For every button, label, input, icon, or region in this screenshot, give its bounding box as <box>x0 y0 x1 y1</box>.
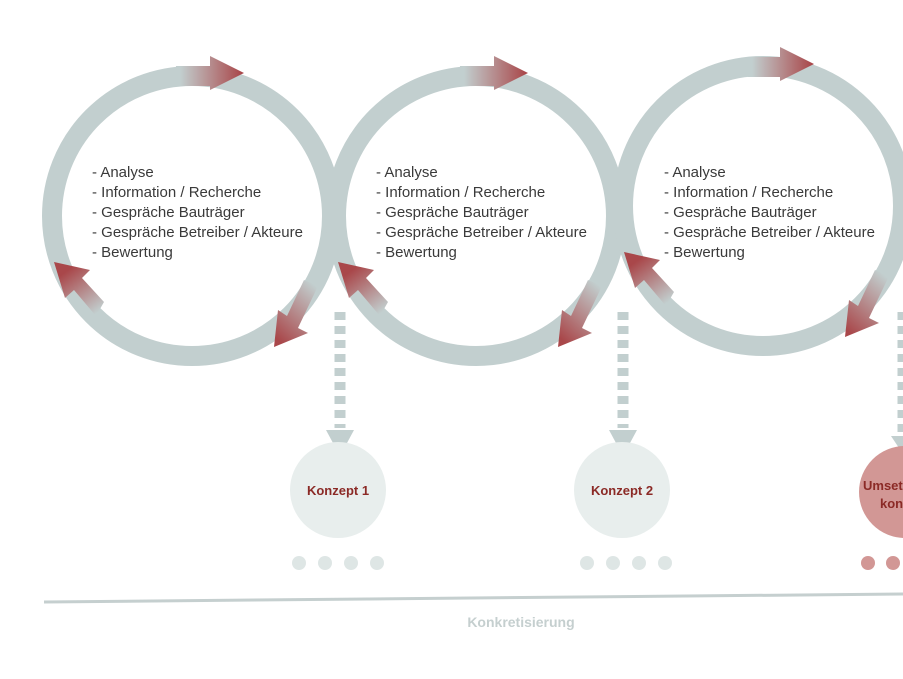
dashed-arrow-3 <box>891 312 903 454</box>
dashed-arrow-2 <box>609 312 637 456</box>
progress-dot <box>370 556 384 570</box>
progress-dot <box>632 556 646 570</box>
cycle-arrow-bottom-right <box>558 280 602 347</box>
concept-label: kon <box>880 496 903 511</box>
cycle-arrow-bottom-right <box>274 280 318 347</box>
cycle-item: - Gespräche Betreiber / Akteure <box>664 224 875 241</box>
concept-circle <box>290 442 386 538</box>
cycle-item: - Analyse <box>664 164 726 181</box>
concept-1: Konzept 1 <box>290 442 386 538</box>
concept-circle <box>574 442 670 538</box>
cycle-2: - Analyse - Information / Recherche - Ge… <box>326 56 626 366</box>
cycle-item: - Bewertung <box>92 244 173 261</box>
dot-row-1 <box>292 556 384 570</box>
cycle-3: - Analyse - Information / Recherche - Ge… <box>613 47 903 356</box>
cycle-item: - Information / Recherche <box>92 184 261 201</box>
cycle-item: - Analyse <box>376 164 438 181</box>
progress-dot <box>318 556 332 570</box>
cycle-item: - Bewertung <box>664 244 745 261</box>
cycle-arrow-top <box>460 56 528 90</box>
dashed-arrow-1 <box>326 312 354 456</box>
concept-label: Konzept 1 <box>307 483 369 498</box>
progress-dot <box>886 556 900 570</box>
progress-dot <box>580 556 594 570</box>
cycle-item: - Gespräche Bauträger <box>92 204 245 221</box>
concept-2: Konzept 2 <box>574 442 670 538</box>
cycle-item: - Gespräche Bauträger <box>664 204 817 221</box>
cycle-item: - Information / Recherche <box>664 184 833 201</box>
concept-3: Umset kon <box>859 446 903 538</box>
cycle-arrow-top <box>176 56 244 90</box>
progress-dot <box>861 556 875 570</box>
axis-line <box>43 592 903 604</box>
cycle-item: - Gespräche Betreiber / Akteure <box>92 224 303 241</box>
cycle-arrow-left <box>624 252 674 306</box>
cycle-item: - Information / Recherche <box>376 184 545 201</box>
dot-row-2 <box>580 556 672 570</box>
cycle-arrow-left <box>338 262 388 316</box>
cycle-item: - Gespräche Betreiber / Akteure <box>376 224 587 241</box>
cycle-item: - Bewertung <box>376 244 457 261</box>
progress-dot <box>344 556 358 570</box>
progress-dot <box>292 556 306 570</box>
concept-circle-final <box>859 446 903 538</box>
cycle-item: - Analyse <box>92 164 154 181</box>
cycle-arrow-bottom-right <box>845 270 889 337</box>
cycle-item: - Gespräche Bauträger <box>376 204 529 221</box>
concept-label: Umset <box>863 478 903 493</box>
progress-dot <box>606 556 620 570</box>
progress-dot <box>658 556 672 570</box>
cycle-arrow-left <box>54 262 104 316</box>
concretization-axis: Konkretisierung <box>43 592 903 630</box>
concept-label: Konzept 2 <box>591 483 653 498</box>
dot-row-3 <box>861 556 900 570</box>
axis-label: Konkretisierung <box>467 614 574 630</box>
cycle-1: - Analyse - Information / Recherche - Ge… <box>42 56 342 366</box>
cycle-arrow-top <box>748 47 814 81</box>
